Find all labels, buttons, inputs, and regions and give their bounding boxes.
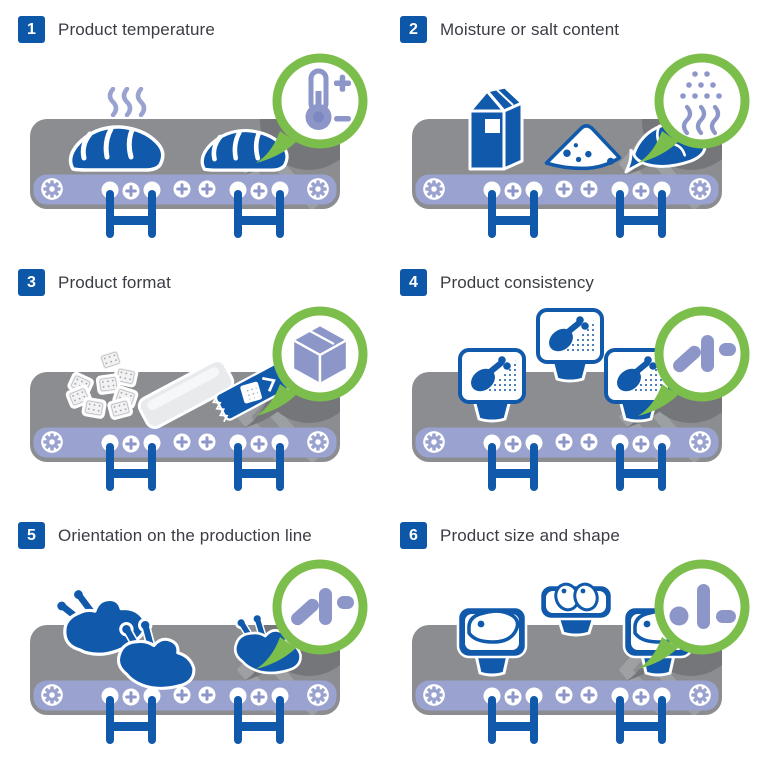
callout-bubble (256, 559, 368, 669)
panel-moisture-salt: 2 Moisture or salt content (382, 0, 764, 253)
panel-title: Product size and shape (440, 525, 620, 545)
steam-icon (110, 89, 144, 115)
panel-product-format: 3 Product format (0, 253, 382, 506)
panel-product-temperature: 1 Product temperature (0, 0, 382, 253)
panel-number-badge: 1 (18, 16, 45, 43)
panel-title: Product consistency (440, 272, 595, 292)
panel-number-badge: 6 (400, 522, 427, 549)
panel-header: 5 Orientation on the production line (18, 522, 382, 549)
panel-number-badge: 3 (18, 269, 45, 296)
scene-orientation (18, 559, 368, 747)
panel-header: 6 Product size and shape (400, 522, 764, 549)
callout-bubble (638, 306, 750, 416)
scene-product-temperature (18, 53, 368, 241)
scene-moisture-salt (400, 53, 750, 241)
panel-number-badge: 4 (400, 269, 427, 296)
panel-header: 1 Product temperature (18, 16, 382, 43)
panel-title: Moisture or salt content (440, 19, 620, 39)
scene-product-consistency (400, 306, 750, 494)
panel-title: Orientation on the production line (58, 525, 312, 545)
panel-size-shape: 6 Product size and shape (382, 506, 764, 759)
callout-bubble (638, 53, 750, 163)
panel-header: 4 Product consistency (400, 269, 764, 296)
panel-number-badge: 2 (400, 16, 427, 43)
callout-bubble (638, 559, 750, 669)
panel-title: Product format (58, 272, 171, 292)
milk-carton-icon (468, 85, 524, 171)
panel-title: Product temperature (58, 19, 215, 39)
panel-product-consistency: 4 Product consistency (382, 253, 764, 506)
panel-header: 2 Moisture or salt content (400, 16, 764, 43)
panel-orientation: 5 Orientation on the production line (0, 506, 382, 759)
panel-number-badge: 5 (18, 522, 45, 549)
callout-bubble (256, 306, 368, 416)
tray-poultry-granulate-icon (538, 310, 602, 381)
panel-header: 3 Product format (18, 269, 382, 296)
scene-product-format (18, 306, 368, 494)
scene-size-shape (400, 559, 750, 747)
callout-bubble (256, 53, 368, 163)
